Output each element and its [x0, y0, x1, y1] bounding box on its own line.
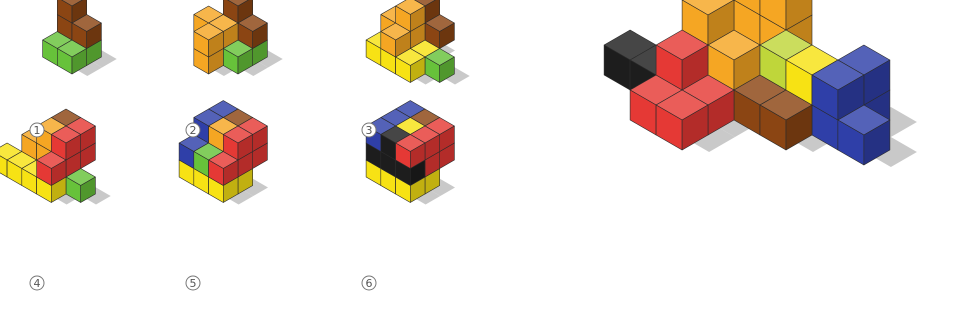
- step-marker-1: 1: [30, 123, 44, 137]
- step-number-6: 6: [366, 277, 373, 290]
- assembly-step-2: [194, 0, 283, 76]
- step-number-2: 2: [190, 124, 197, 137]
- assembly-step-4: [0, 109, 111, 205]
- step-marker-6: 6: [362, 276, 376, 290]
- step-marker-5: 5: [186, 276, 200, 290]
- step-number-4: 4: [34, 277, 41, 290]
- step-number-5: 5: [190, 277, 197, 290]
- assembly-step-6: [366, 101, 455, 205]
- assembly-step-3: [366, 0, 470, 85]
- step-marker-2: 2: [186, 123, 200, 137]
- assembly-step-5: [179, 101, 268, 205]
- step-marker-4: 4: [30, 276, 44, 290]
- step-marker-3: 3: [362, 123, 376, 137]
- assembly-exploded: [604, 0, 917, 167]
- step-number-3: 3: [366, 124, 373, 137]
- assembly-step-1: [43, 0, 117, 76]
- step-number-1: 1: [34, 124, 41, 137]
